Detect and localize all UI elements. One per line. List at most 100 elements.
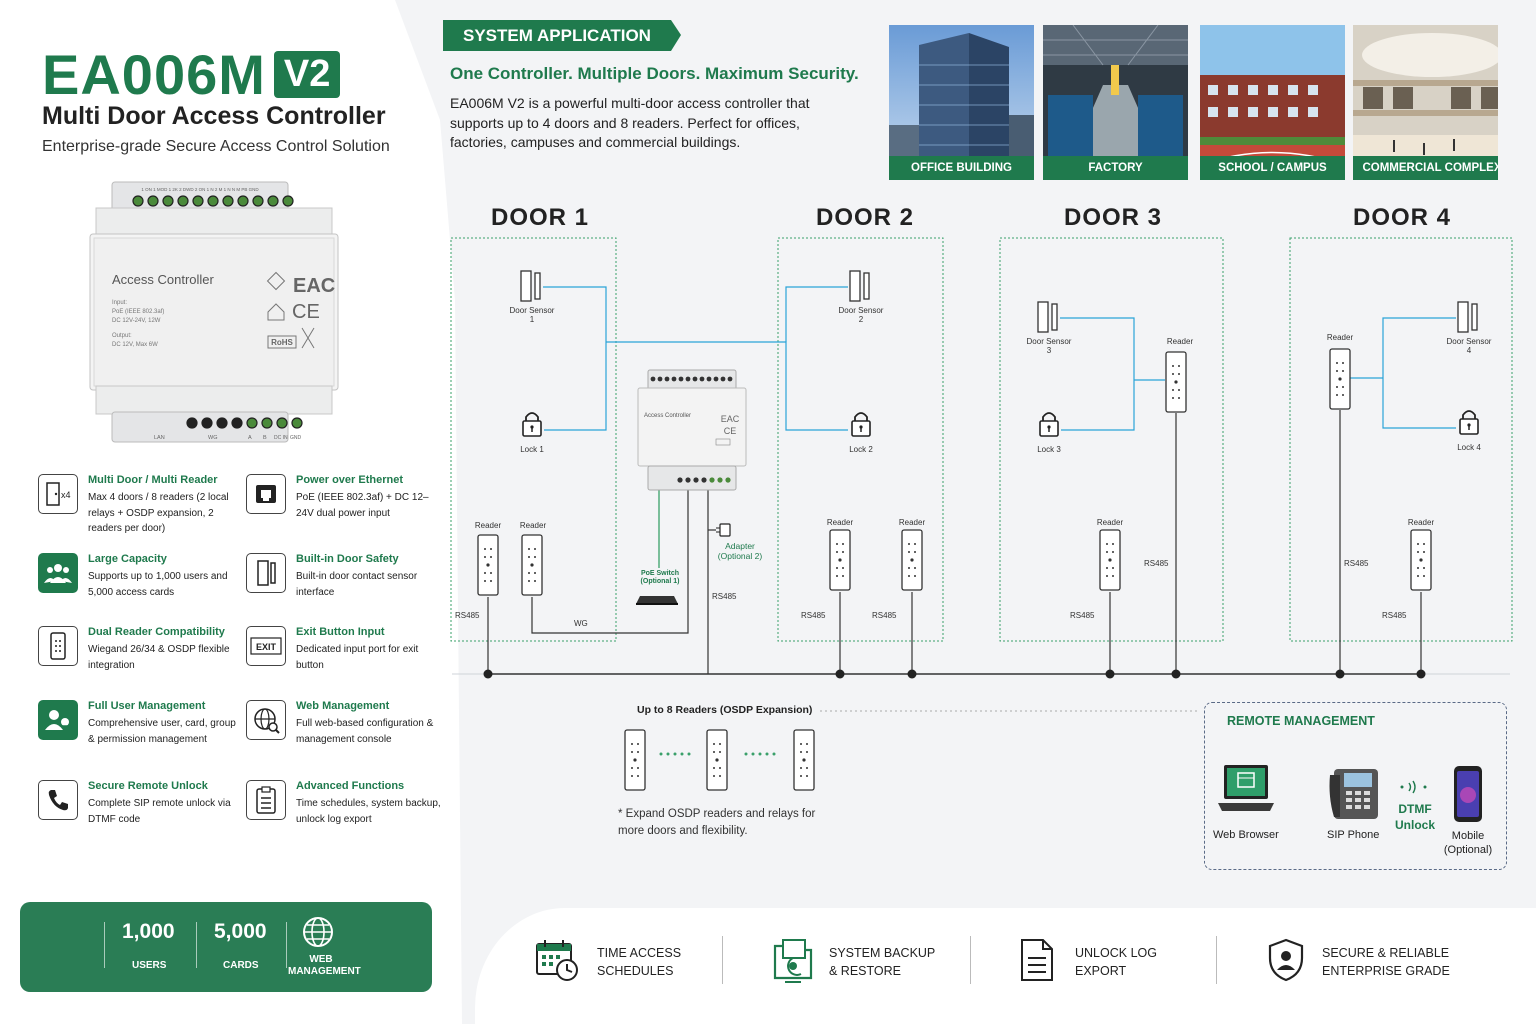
rs485-label: RS485: [801, 611, 826, 620]
door-3-title: DOOR 3: [1064, 204, 1163, 231]
product-tagline: Enterprise-grade Secure Access Control S…: [42, 138, 390, 155]
feature-desc: Wiegand 26/34 & OSDP flexible integratio…: [88, 644, 230, 671]
user-management-icon: [38, 700, 78, 740]
port-wg: WG: [208, 435, 217, 441]
eac-mark: EAC: [293, 275, 335, 297]
feature-title: Advanced Functions: [296, 780, 405, 792]
reader-label: Reader: [1407, 518, 1435, 527]
phone-icon: [38, 780, 78, 820]
reader-label: Reader: [519, 521, 547, 530]
feature-title: Power over Ethernet: [296, 474, 403, 486]
reader-label: Reader: [898, 518, 926, 527]
feature-desc: Supports up to 1,000 users and 5,000 acc…: [88, 571, 228, 598]
feature-title: Full User Management: [88, 700, 206, 712]
rohs-mark: RoHS: [271, 338, 293, 347]
calendar-clock-icon: [535, 938, 579, 987]
backup-folder-icon: [773, 938, 817, 989]
lock-1-label: Lock 1: [520, 445, 544, 454]
reader-label: Reader: [1096, 518, 1124, 527]
feature-desc: Comprehensive user, card, group & permis…: [88, 718, 236, 745]
rs485-label: RS485: [872, 611, 897, 620]
osdp-note: * Expand OSDP readers and relays for mor…: [618, 808, 816, 837]
product-subtitle: Multi Door Access Controller: [42, 102, 386, 130]
photo-factory: FACTORY: [1043, 25, 1188, 180]
ce-mark: CE: [292, 301, 320, 323]
feature-title: Exit Button Input: [296, 626, 385, 638]
port-gnd: GND: [290, 435, 302, 441]
remote-management-panel: REMOTE MANAGEMENT Web Browser SIP Phone …: [1204, 702, 1507, 870]
device-output-dc: DC 12V, Max 6W: [112, 342, 158, 348]
sip-phone-icon: [1328, 767, 1380, 828]
reader-label: Reader: [1166, 337, 1194, 346]
port-lan: LAN: [154, 435, 165, 441]
clipboard-icon: [246, 780, 286, 820]
door-1-title: DOOR 1: [491, 204, 590, 231]
poe-switch-device: [636, 596, 678, 605]
svg-text:EAC: EAC: [721, 414, 740, 424]
card-reader-icon: [38, 626, 78, 666]
door-x4-icon: x4: [38, 474, 78, 514]
osdp-title: Up to 8 Readers (OSDP Expansion): [637, 704, 813, 716]
reader-label: Reader: [1326, 333, 1354, 342]
shield-icon: [1267, 938, 1305, 987]
central-controller: Access Controller EAC CE: [637, 369, 747, 491]
rs485-label: RS485: [712, 592, 737, 601]
bottom-secure-reliable: SECURE & RELIABLE ENTERPRISE GRADE: [1322, 946, 1450, 978]
lock-2-label: Lock 2: [849, 445, 873, 454]
reader-label: Reader: [474, 521, 502, 530]
photo-office-building: OFFICE BUILDING: [889, 25, 1034, 180]
svg-text:Access Controller: Access Controller: [644, 413, 691, 419]
system-headline: One Controller. Multiple Doors. Maximum …: [450, 64, 859, 83]
feature-desc: PoE (IEEE 802.3af) + DC 12–24V dual powe…: [296, 492, 429, 519]
controller-device-image: 1 ON 1 MOD 1 2K 2 DWD 2 ON 1 N 2 M 1 N N…: [88, 180, 340, 446]
stat-cards-label: CARDS: [223, 960, 259, 971]
feature-desc: Time schedules, system backup, unlock lo…: [296, 798, 441, 825]
feature-title: Multi Door / Multi Reader: [88, 474, 218, 486]
laptop-icon: [1218, 763, 1274, 828]
ethernet-port-icon: [246, 474, 286, 514]
bottom-system-backup: SYSTEM BACKUP & RESTORE: [829, 946, 936, 978]
poe-switch-label: PoE Switch (Optional 1): [640, 570, 680, 585]
port-b: B: [263, 435, 267, 441]
feature-title: Web Management: [296, 700, 390, 712]
dtmf-signal-icon: [1399, 780, 1429, 799]
sensor-1-label: Door Sensor 1: [509, 306, 555, 324]
rs485-label: RS485: [1144, 559, 1169, 568]
bottom-unlock-log: UNLOCK LOG EXPORT: [1075, 946, 1157, 978]
label-office-building: OFFICE BUILDING: [889, 156, 1034, 180]
users-group-icon: [38, 553, 78, 593]
top-terminal-labels: 1 ON 1 MOD 1 2K 2 DWD 2 ON 1 N 2 M 1 N N…: [141, 187, 259, 192]
door-sensor-icon: [246, 553, 286, 593]
device-input-label: Input:: [112, 300, 127, 306]
remote-sip-phone-label: SIP Phone: [1327, 829, 1380, 841]
web-globe-icon: [246, 700, 286, 740]
bottom-time-access: TIME ACCESS SCHEDULES: [597, 946, 682, 978]
adapter-label: Adapter (Optional 2): [717, 541, 763, 561]
sensor-3-label: Door Sensor 3: [1026, 337, 1072, 355]
cert-marks: EAC CE RoHS: [266, 271, 335, 349]
sensor-2-label: Door Sensor 2: [838, 306, 884, 324]
mobile-phone-icon: [1453, 765, 1483, 828]
feature-desc: Built-in door contact sensor interface: [296, 571, 418, 598]
device-output-label: Output:: [112, 333, 132, 339]
system-description: EA006M V2 is a powerful multi-door acces…: [450, 95, 810, 150]
svg-text:CE: CE: [724, 426, 737, 436]
label-school-campus: SCHOOL / CAMPUS: [1200, 156, 1345, 180]
door-4-title: DOOR 4: [1353, 204, 1452, 231]
feature-title: Secure Remote Unlock: [88, 780, 208, 792]
port-a: A: [248, 435, 252, 441]
rs485-label: RS485: [1344, 559, 1369, 568]
port-dcin: DC IN: [274, 435, 288, 441]
device-input-dc: DC 12V-24V, 12W: [112, 318, 161, 324]
svg-text:EXIT: EXIT: [256, 642, 277, 652]
stat-web-label: WEB MANAGEMENT: [288, 954, 361, 977]
rs485-label: RS485: [1382, 611, 1407, 620]
exit-button-icon: EXIT: [246, 626, 286, 666]
stat-users-value: 1,000: [122, 920, 175, 943]
feature-title: Built-in Door Safety: [296, 553, 399, 565]
stats-bar: 1,000 USERS 5,000 CARDS WEB MANAGEMENT: [20, 902, 432, 992]
lock-4-label: Lock 4: [1457, 443, 1481, 452]
remote-dtmf-unlock-label: DTMF Unlock: [1394, 802, 1435, 832]
